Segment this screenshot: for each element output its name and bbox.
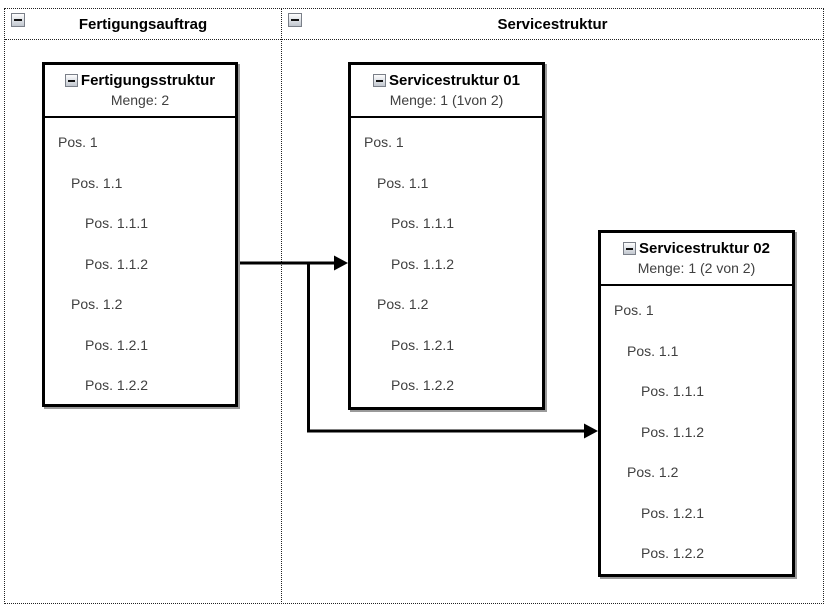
collapse-minus-icon[interactable] — [373, 74, 387, 87]
panel-header-fertigungsauftrag: Fertigungsauftrag — [5, 9, 281, 40]
tree-item: Pos. 1.1 — [377, 174, 429, 191]
collapse-minus-icon[interactable] — [288, 13, 302, 27]
panel-servicestruktur: Servicestruktur — [281, 8, 824, 604]
tree-item: Pos. 1.2.1 — [641, 504, 705, 521]
tree-item: Pos. 1.1.2 — [641, 423, 705, 440]
tree-item: Pos. 1 — [614, 302, 654, 319]
tree-item: Pos. 1.1 — [71, 174, 123, 191]
tree-item: Pos. 1 — [58, 134, 98, 151]
tree-item: Pos. 1.1.2 — [391, 255, 455, 272]
tree-item: Pos. 1.2.1 — [391, 336, 455, 353]
box-body: Pos. 1 Pos. 1.1 Pos. 1.1.1 Pos. 1.1.2 Po… — [601, 286, 792, 574]
struct-box-servicestruktur-01: Servicestruktur 01 Menge: 1 (1von 2) Pos… — [348, 62, 545, 410]
tree-item: Pos. 1.2 — [627, 464, 679, 481]
box-title: Fertigungsstruktur — [80, 72, 216, 89]
panel-title: Servicestruktur — [497, 15, 608, 33]
collapse-minus-icon[interactable] — [623, 242, 637, 255]
struct-box-servicestruktur-02: Servicestruktur 02 Menge: 1 (2 von 2) Po… — [598, 230, 795, 577]
tree-item: Pos. 1.1.1 — [641, 383, 705, 400]
box-header: Servicestruktur 02 Menge: 1 (2 von 2) — [601, 233, 792, 286]
struct-box-fertigungsstruktur: Fertigungsstruktur Menge: 2 Pos. 1 Pos. … — [42, 62, 238, 407]
quantity-label: Menge: 1 (2 von 2) — [637, 260, 756, 276]
box-title: Servicestruktur 01 — [389, 72, 520, 89]
tree-item: Pos. 1 — [364, 134, 404, 151]
tree-item: Pos. 1.2.2 — [391, 377, 455, 394]
tree-item: Pos. 1.2.2 — [641, 545, 705, 562]
tree-item: Pos. 1.1.2 — [85, 255, 149, 272]
collapse-minus-icon[interactable] — [64, 74, 78, 87]
panel-title: Fertigungsauftrag — [78, 15, 208, 33]
collapse-minus-icon[interactable] — [11, 13, 25, 27]
tree-item: Pos. 1.1.1 — [85, 215, 149, 232]
box-body: Pos. 1 Pos. 1.1 Pos. 1.1.1 Pos. 1.1.2 Po… — [45, 118, 235, 406]
box-title: Servicestruktur 02 — [639, 240, 770, 257]
tree-item: Pos. 1.2.1 — [85, 336, 149, 353]
tree-item: Pos. 1.2 — [377, 296, 429, 313]
tree-item: Pos. 1.2 — [71, 296, 123, 313]
tree-item: Pos. 1.2.2 — [85, 377, 149, 394]
tree-item: Pos. 1.1.1 — [391, 215, 455, 232]
box-header: Fertigungsstruktur Menge: 2 — [45, 65, 235, 118]
tree-item: Pos. 1.1 — [627, 342, 679, 359]
box-body: Pos. 1 Pos. 1.1 Pos. 1.1.1 Pos. 1.1.2 Po… — [351, 118, 542, 406]
panel-header-servicestruktur: Servicestruktur — [282, 9, 823, 40]
box-header: Servicestruktur 01 Menge: 1 (1von 2) — [351, 65, 542, 118]
quantity-label: Menge: 2 — [110, 92, 170, 108]
quantity-label: Menge: 1 (1von 2) — [389, 92, 504, 108]
